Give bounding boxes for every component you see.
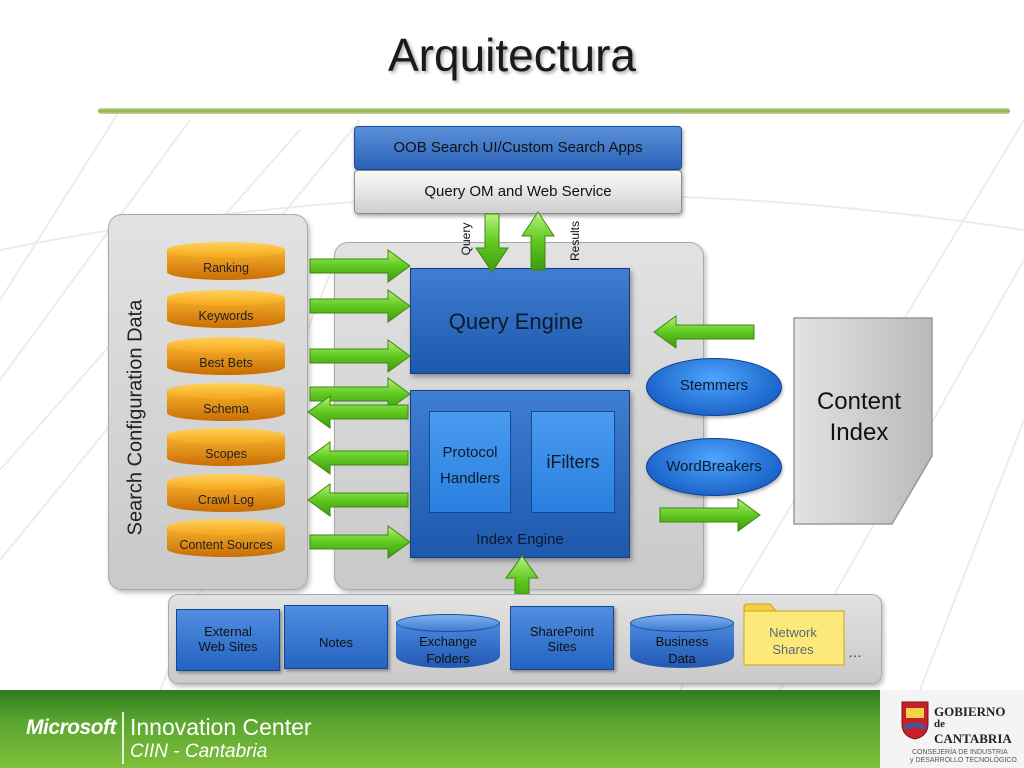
- microsoft-logo: Microsoft: [26, 716, 117, 739]
- source-sharepoint-sites: SharePoint Sites: [510, 606, 614, 670]
- arrow-ranking-to-query: [309, 249, 411, 283]
- arrow-contentindex-to-query: [653, 315, 755, 349]
- content-index-shape: [793, 317, 933, 525]
- cylinder-ranking: Ranking: [167, 242, 285, 284]
- query-om-label: Query OM and Web Service: [424, 183, 612, 200]
- stemmers-label: Stemmers: [679, 377, 749, 394]
- wordbreakers-oval: WordBreakers: [646, 438, 782, 496]
- source-notes: Notes: [284, 605, 388, 669]
- gov-sub-2: y DESARROLLO TECNOLÓGICO: [910, 757, 1017, 764]
- cylinder-best-bets-label: Best Bets: [199, 356, 253, 370]
- footer-divider: [122, 712, 124, 764]
- ifilters-box: iFilters: [531, 411, 615, 513]
- query-engine-label: Query Engine: [448, 309, 584, 334]
- network-shares-folder-icon: [743, 603, 845, 666]
- network-line-2: Shares: [772, 642, 814, 657]
- handlers-label: Handlers: [439, 470, 501, 487]
- notes-label: Notes: [319, 635, 353, 650]
- arrow-results-up: [521, 211, 555, 271]
- ifilters-label: iFilters: [546, 452, 600, 472]
- more-sources-ellipsis: …: [848, 644, 862, 660]
- query-om-box: Query OM and Web Service: [354, 170, 682, 214]
- sharepoint-line-2: Sites: [547, 639, 577, 654]
- cylinder-schema: Schema: [167, 383, 285, 425]
- cylinder-content-sources: Content Sources: [167, 519, 285, 561]
- arrow-index-to-scopes: [307, 441, 409, 475]
- gobierno-cantabria-shield-icon: [901, 701, 929, 740]
- results-arrow-label: Results: [568, 221, 582, 262]
- source-exchange-folders: Exchange Folders: [396, 614, 500, 668]
- oob-search-ui-box: OOB Search UI/Custom Search Apps: [354, 126, 682, 170]
- ciin-cantabria-label: CIIN - Cantabria: [130, 741, 268, 762]
- arrow-contentsources-to-index: [309, 525, 411, 559]
- arrow-bestbets-to-query: [309, 339, 411, 373]
- source-business-data: Business Data: [630, 614, 734, 668]
- oob-search-ui-label: OOB Search UI/Custom Search Apps: [393, 139, 643, 156]
- external-line-2: Web Sites: [198, 639, 258, 654]
- cylinder-schema-label: Schema: [203, 402, 249, 416]
- cylinder-scopes-label: Scopes: [205, 447, 247, 461]
- gov-line-1: GOBIERNO: [934, 704, 1006, 719]
- cylinder-best-bets: Best Bets: [167, 337, 285, 379]
- query-engine-box: Query Engine: [410, 268, 630, 374]
- arrow-index-to-contentindex: [659, 498, 761, 532]
- gov-line-3: CANTABRIA: [934, 731, 1012, 746]
- business-line-1: Business: [655, 634, 709, 649]
- cylinder-keywords-label: Keywords: [198, 309, 254, 323]
- arrow-query-down: [475, 213, 509, 273]
- index-engine-box: Protocol Handlers iFilters Index Engine: [410, 390, 630, 558]
- title-divider: [98, 108, 1010, 114]
- cylinder-ranking-label: Ranking: [203, 261, 249, 275]
- content-index-label-1: Content: [816, 388, 902, 415]
- footer-bar: [0, 690, 1024, 768]
- index-engine-label: Index Engine: [476, 531, 564, 548]
- cylinder-crawl-log-label: Crawl Log: [197, 493, 255, 507]
- protocol-label: Protocol: [442, 444, 498, 461]
- cylinder-crawl-log: Crawl Log: [167, 474, 285, 516]
- source-external-web-sites: External Web Sites: [176, 609, 280, 671]
- external-line-1: External: [204, 624, 252, 639]
- gov-line-2: de: [934, 718, 945, 730]
- business-line-2: Data: [668, 651, 696, 666]
- gov-sub-1: CONSEJERÍA DE INDUSTRIA: [912, 749, 1008, 756]
- cylinder-content-sources-label: Content Sources: [179, 538, 273, 552]
- wordbreakers-label: WordBreakers: [666, 458, 762, 475]
- sharepoint-line-1: SharePoint: [529, 624, 595, 639]
- content-index-label-2: Index: [829, 419, 889, 446]
- exchange-line-2: Folders: [426, 651, 470, 666]
- protocol-handlers-box: Protocol Handlers: [429, 411, 511, 513]
- exchange-line-1: Exchange: [419, 634, 477, 649]
- arrow-keywords-to-query: [309, 289, 411, 323]
- stemmers-oval: Stemmers: [646, 358, 782, 416]
- network-line-1: Network: [769, 625, 817, 640]
- slide-title: Arquitectura: [387, 29, 636, 81]
- cylinder-scopes: Scopes: [167, 428, 285, 470]
- innovation-center-label: Innovation Center: [130, 714, 312, 740]
- query-arrow-label: Query: [459, 222, 473, 256]
- cylinder-keywords: Keywords: [167, 290, 285, 332]
- arrow-index-to-crawllog: [307, 483, 409, 517]
